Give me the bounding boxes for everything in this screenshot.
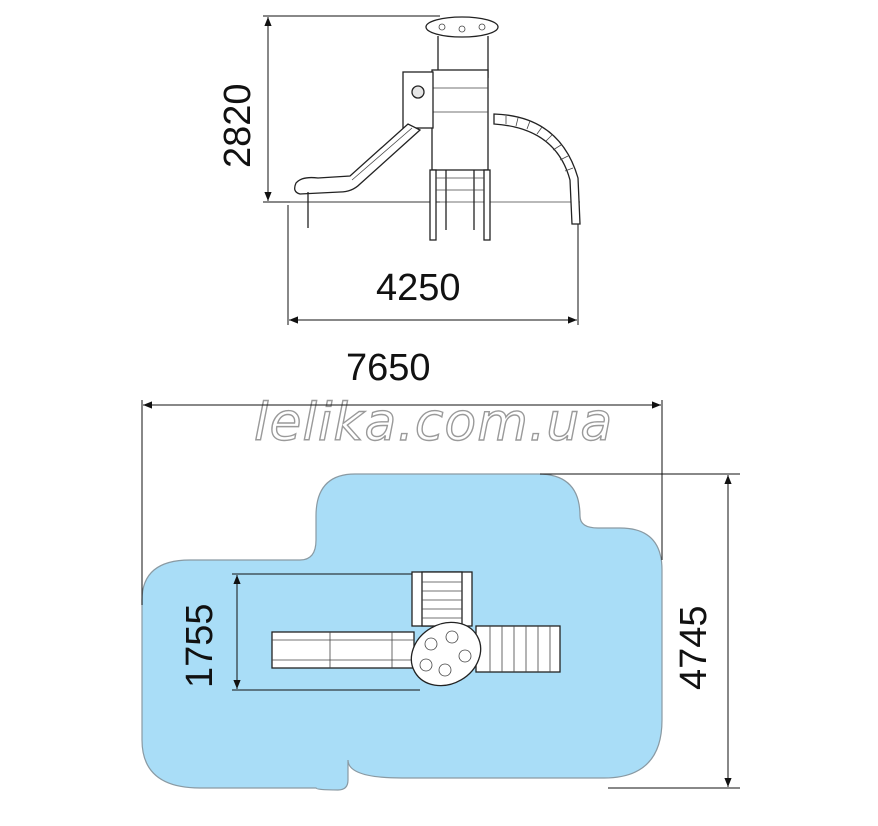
climbing-arch: [493, 113, 581, 225]
slide-plan: [271, 631, 415, 669]
tower-leg-left: [429, 169, 437, 241]
tower-panel: [431, 69, 489, 171]
slide: [294, 123, 422, 195]
equipment-depth-dimension-label: 1755: [179, 603, 221, 688]
plan-view: 7650 4745 1755: [141, 347, 740, 791]
roof-panel: [425, 16, 499, 38]
width-dimension-label: 4250: [376, 267, 461, 309]
plan-depth-dimension-label: 4745: [673, 605, 715, 690]
side-elevation-view: 2820 4250: [217, 15, 581, 325]
height-dimension-label: 2820: [217, 83, 259, 168]
game-panel-wheel-icon: [411, 85, 425, 99]
plan-width-dimension-label: 7650: [346, 347, 431, 389]
tower-leg-right: [483, 169, 491, 241]
climbing-arch-plan: [475, 625, 561, 673]
game-panel: [402, 71, 434, 129]
watermark-text: lelika.com.ua: [254, 393, 613, 453]
